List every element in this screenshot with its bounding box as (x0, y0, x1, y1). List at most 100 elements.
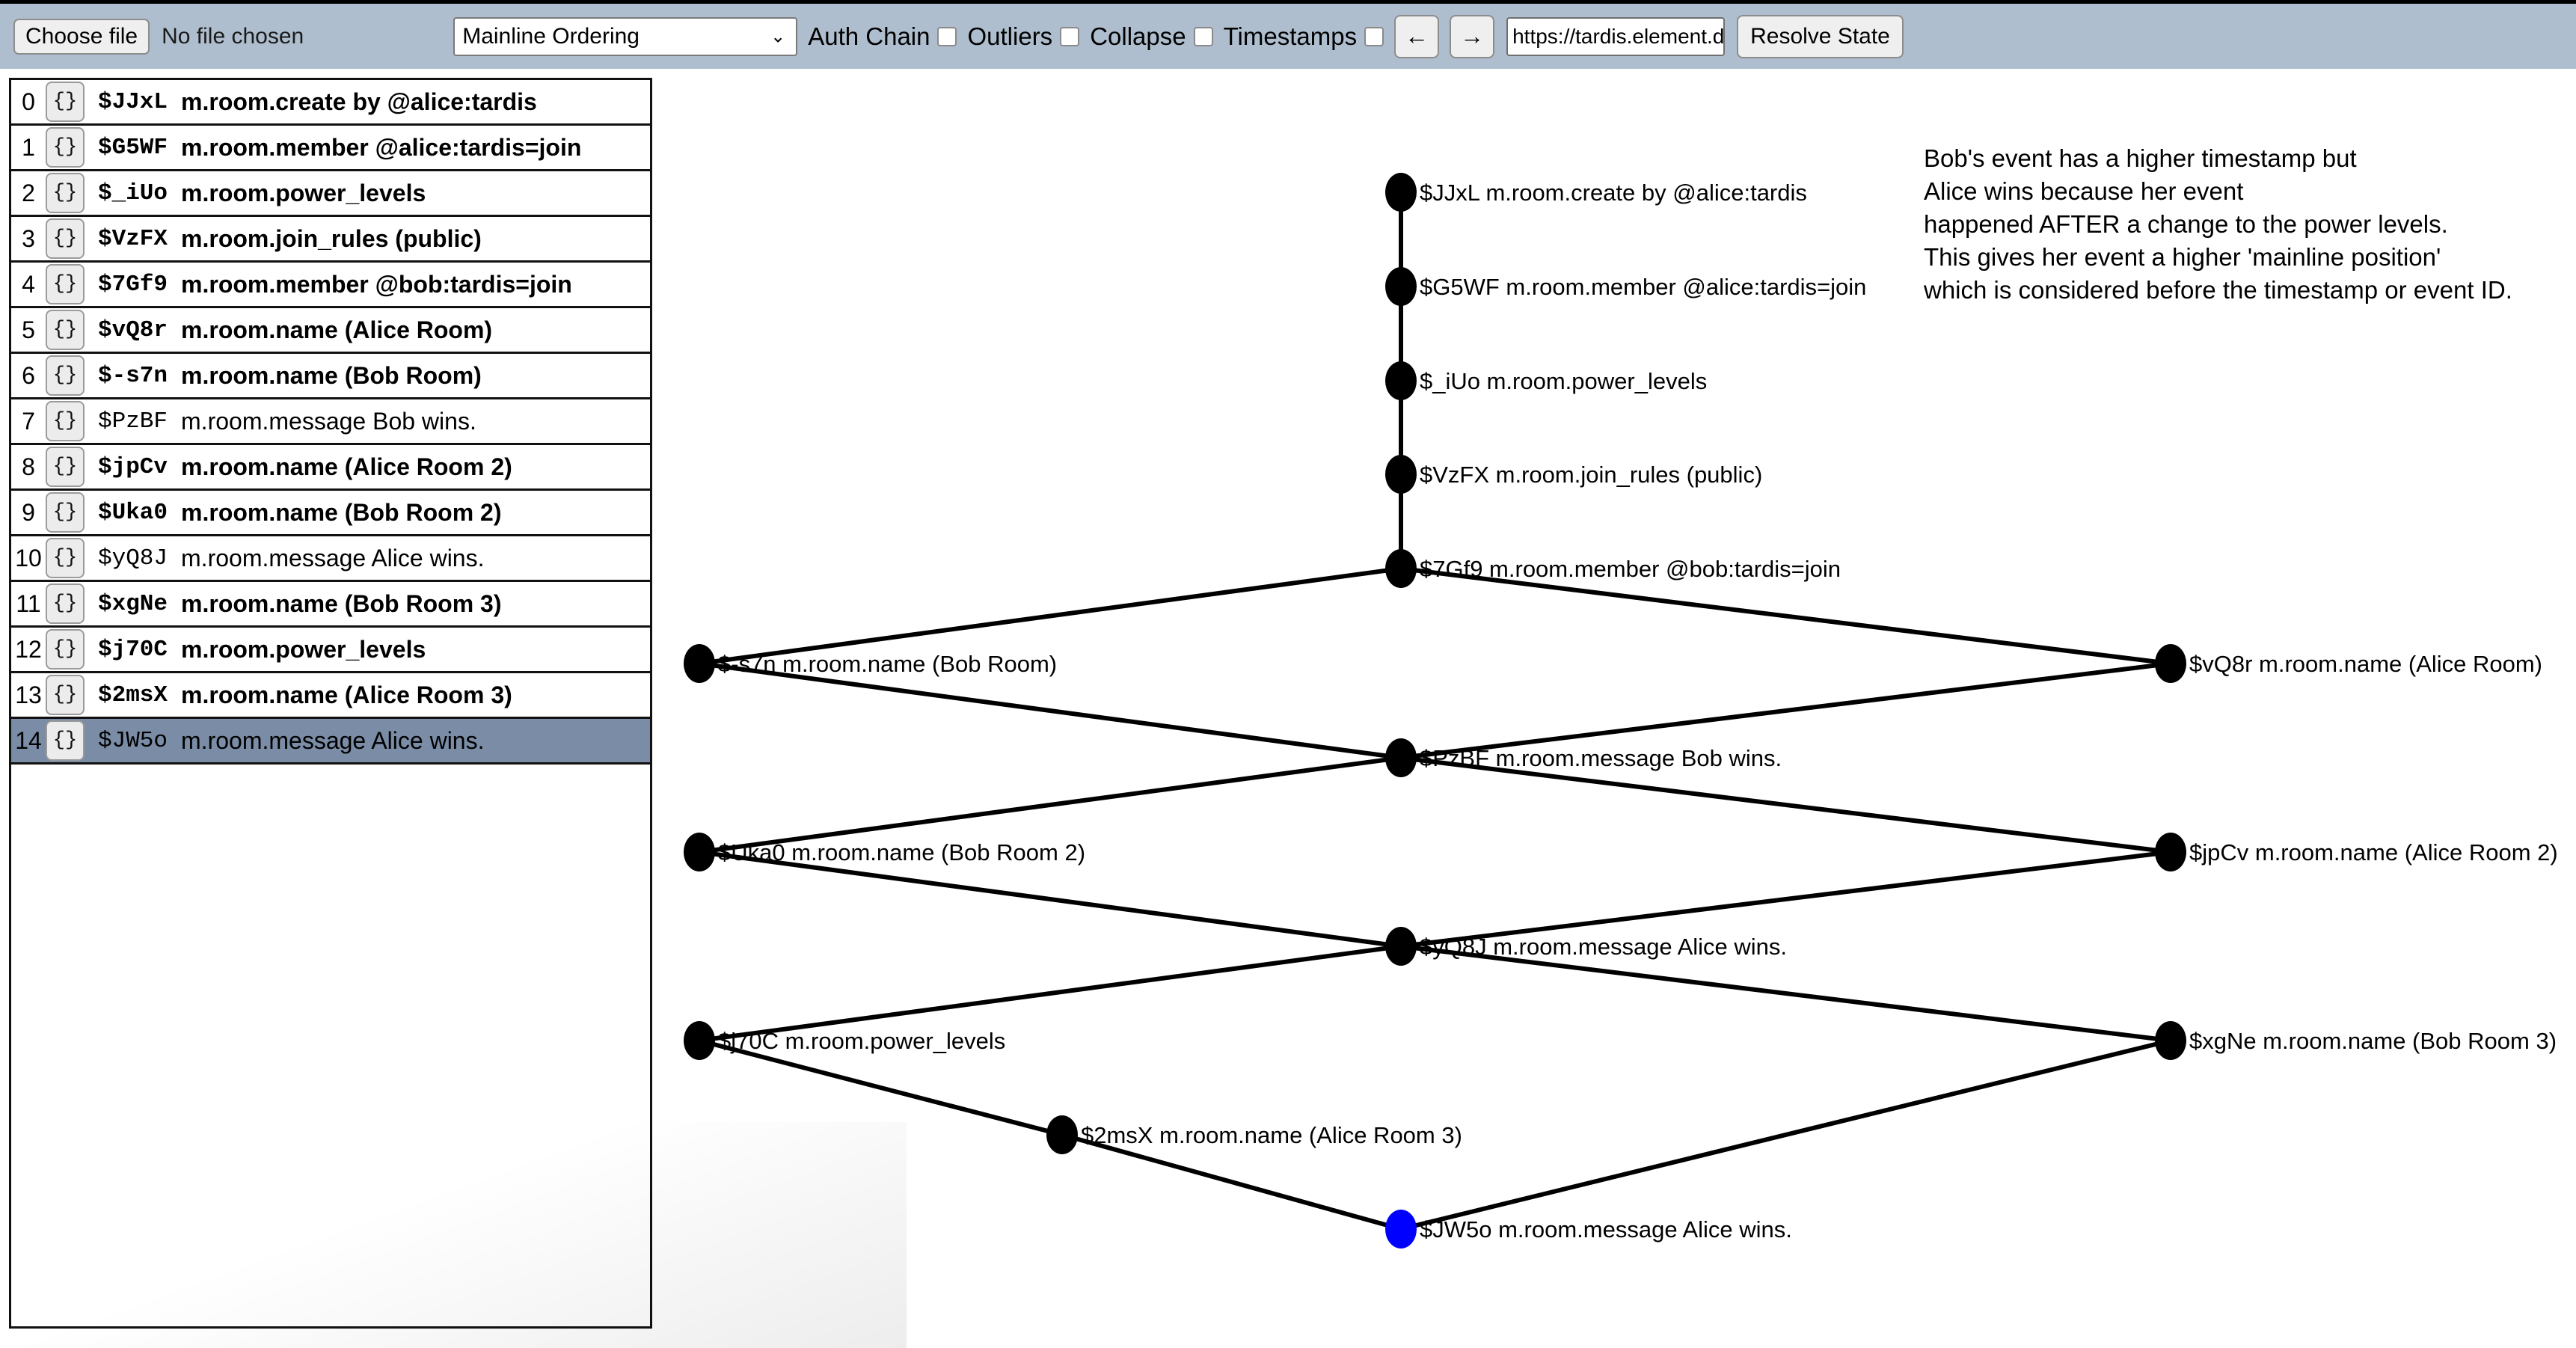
dag-edge (1061, 1133, 1402, 1231)
view-json-button[interactable]: {} (46, 538, 85, 578)
dag-edge (699, 756, 1402, 854)
url-input[interactable]: https://tardis.element.dev (1506, 16, 1726, 56)
dag-node-label: $VzFX m.room.join_rules (public) (1420, 462, 1762, 488)
dag-node[interactable] (684, 833, 715, 871)
dag-node[interactable] (684, 644, 715, 683)
view-json-button[interactable]: {} (46, 629, 85, 670)
dag-node[interactable] (1385, 361, 1417, 400)
outliers-label: Outliers (967, 22, 1053, 50)
view-json-button[interactable]: {} (46, 492, 85, 533)
outliers-checkbox[interactable] (1060, 26, 1080, 46)
dag-node[interactable] (684, 1021, 715, 1060)
event-index: 8 (22, 453, 35, 480)
view-json-button[interactable]: {} (46, 675, 85, 715)
view-json-button[interactable]: {} (46, 127, 85, 168)
event-index: 4 (22, 270, 35, 298)
timestamps-checkbox[interactable] (1364, 26, 1384, 46)
event-index: 1 (22, 133, 35, 161)
dag-node[interactable] (2155, 1021, 2186, 1060)
event-id: $JJxL (98, 88, 168, 115)
view-json-button[interactable]: {} (46, 218, 85, 259)
view-json-button[interactable]: {} (46, 355, 85, 396)
dag-node-label: $j70C m.room.power_levels (718, 1028, 1005, 1054)
ordering-select[interactable]: Mainline Ordering ⌄ (453, 16, 798, 56)
view-json-button[interactable]: {} (46, 401, 85, 441)
event-id: $xgNe (98, 590, 168, 617)
view-json-button[interactable]: {} (46, 720, 85, 761)
dag-node-label: $xgNe m.room.name (Bob Room 3) (2189, 1028, 2557, 1054)
event-id: $j70C (98, 636, 168, 663)
event-index: 2 (22, 179, 35, 206)
event-id: $_iUo (98, 180, 168, 206)
dag-node[interactable] (1385, 738, 1417, 777)
collapse-checkbox[interactable] (1193, 26, 1213, 46)
dag-node[interactable] (1385, 267, 1417, 306)
event-id: $G5WF (98, 134, 168, 161)
choose-file-button[interactable]: Choose file (13, 18, 150, 55)
view-json-button[interactable]: {} (46, 447, 85, 487)
dag-edge (1400, 756, 2171, 854)
event-type: m.room.power_levels (181, 635, 426, 663)
dag-node[interactable] (1385, 927, 1417, 966)
event-type: m.room.message Bob wins. (181, 407, 476, 435)
event-type: m.room.join_rules (public) (181, 224, 482, 252)
event-type: m.room.name (Alice Room 2) (181, 453, 512, 480)
dag-edge (699, 1038, 1063, 1137)
event-id: $yQ8J (98, 545, 168, 572)
dag-node[interactable] (1385, 455, 1417, 494)
view-json-button[interactable]: {} (46, 173, 85, 213)
forward-arrow-icon[interactable]: → (1450, 14, 1495, 58)
event-list-row[interactable]: 8 {} $jpCv m.room.name (Alice Room 2) (11, 445, 650, 491)
dag-node[interactable] (2155, 644, 2186, 683)
dag-edge (1400, 944, 2171, 1043)
dag-edge (1400, 661, 2171, 760)
view-json-button[interactable]: {} (46, 82, 85, 122)
view-json-button[interactable]: {} (46, 310, 85, 350)
event-id: $-s7n (98, 362, 168, 389)
event-id: $vQ8r (98, 316, 168, 343)
dag-node-label: $-s7n m.room.name (Bob Room) (718, 651, 1057, 677)
event-id: $jpCv (98, 453, 168, 480)
event-type: m.room.name (Bob Room) (181, 361, 482, 389)
annotation-line: This gives her event a higher 'mainline … (1924, 243, 2441, 271)
resolve-state-button[interactable]: Resolve State (1737, 14, 1904, 58)
back-arrow-icon[interactable]: ← (1394, 14, 1440, 58)
event-id: $JW5o (98, 727, 168, 754)
dag-node[interactable] (1385, 1210, 1417, 1249)
dag-edge (699, 661, 1402, 760)
dag-node[interactable] (1385, 549, 1417, 588)
annotation-line: Bob's event has a higher timestamp but (1924, 144, 2357, 172)
dag-edge (1400, 1038, 2171, 1231)
dag-edge (1400, 566, 2171, 666)
auth-chain-label: Auth Chain (808, 22, 930, 50)
dag-node-label: $7Gf9 m.room.member @bob:tardis=join (1420, 556, 1841, 582)
auth-chain-checkbox[interactable] (937, 26, 957, 46)
dag-node-label: $_iUo m.room.power_levels (1420, 368, 1707, 394)
event-type: m.room.name (Alice Room) (181, 316, 493, 343)
view-json-button[interactable]: {} (46, 583, 85, 624)
event-index: 13 (15, 681, 42, 708)
event-index: 9 (22, 498, 35, 526)
event-index: 0 (22, 88, 35, 115)
dag-node[interactable] (1385, 173, 1417, 212)
view-json-button[interactable]: {} (46, 264, 85, 304)
dag-node[interactable] (2155, 833, 2186, 871)
dag-node[interactable] (1046, 1115, 1078, 1154)
event-id: $PzBF (98, 408, 168, 435)
event-id: $7Gf9 (98, 271, 168, 298)
toolbar: Choose file No file chosen Mainline Orde… (0, 0, 2576, 69)
